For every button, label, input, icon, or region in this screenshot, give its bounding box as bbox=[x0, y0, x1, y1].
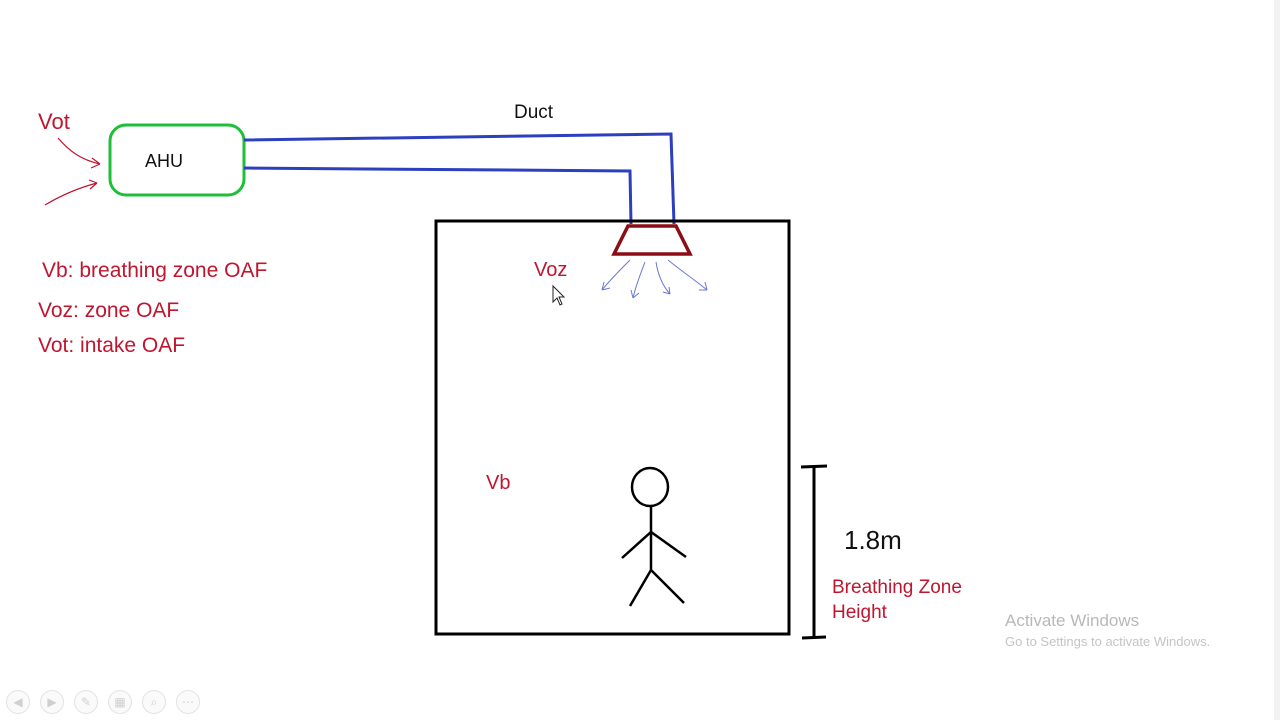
zoom-icon: ⌕ bbox=[150, 694, 158, 709]
duct bbox=[243, 132, 676, 225]
zoom-button[interactable]: ⌕ bbox=[142, 690, 166, 714]
prev-slide-button[interactable]: ◀ bbox=[6, 690, 30, 714]
pen-icon: ✎ bbox=[80, 695, 92, 709]
ahu-label: AHU bbox=[145, 151, 184, 171]
activate-windows-title: Activate Windows bbox=[1005, 611, 1140, 630]
slideshow-toolbar: ◀ ▶ ✎ ▦ ⌕ ⋯ bbox=[6, 690, 200, 714]
person-figure bbox=[621, 466, 687, 607]
next-slide-button[interactable]: ▶ bbox=[40, 690, 64, 714]
height-value: 1.8m bbox=[844, 525, 902, 555]
legend-item-voz: Voz: zone OAF bbox=[38, 299, 180, 322]
height-caption-line2: Height bbox=[832, 602, 887, 623]
airflow-arrows bbox=[601, 259, 708, 299]
grid-icon: ▦ bbox=[114, 695, 126, 709]
ahu-box bbox=[108, 123, 246, 197]
height-dimension bbox=[800, 464, 828, 640]
intake-arrows bbox=[44, 137, 101, 206]
legend-item-vot: Vot: intake OAF bbox=[38, 334, 186, 357]
arrow-left-icon: ◀ bbox=[13, 695, 23, 709]
duct-label: Duct bbox=[514, 102, 554, 123]
more-button[interactable]: ⋯ bbox=[176, 690, 200, 714]
vot-label: Vot bbox=[38, 109, 70, 134]
arrow-right-icon: ▶ bbox=[47, 695, 57, 709]
window-edge bbox=[1274, 0, 1280, 720]
diffuser bbox=[611, 224, 693, 256]
vb-label: Vb bbox=[486, 472, 511, 494]
voz-label: Voz bbox=[534, 259, 568, 281]
mouse-cursor-icon bbox=[552, 284, 566, 306]
height-caption-line1: Breathing Zone bbox=[832, 577, 962, 598]
more-icon: ⋯ bbox=[182, 695, 194, 709]
activate-windows-subtitle: Go to Settings to activate Windows. bbox=[1005, 634, 1211, 649]
pen-button[interactable]: ✎ bbox=[74, 690, 98, 714]
slides-grid-button[interactable]: ▦ bbox=[108, 690, 132, 714]
room bbox=[434, 219, 791, 636]
legend-item-vb: Vb: breathing zone OAF bbox=[42, 259, 268, 282]
